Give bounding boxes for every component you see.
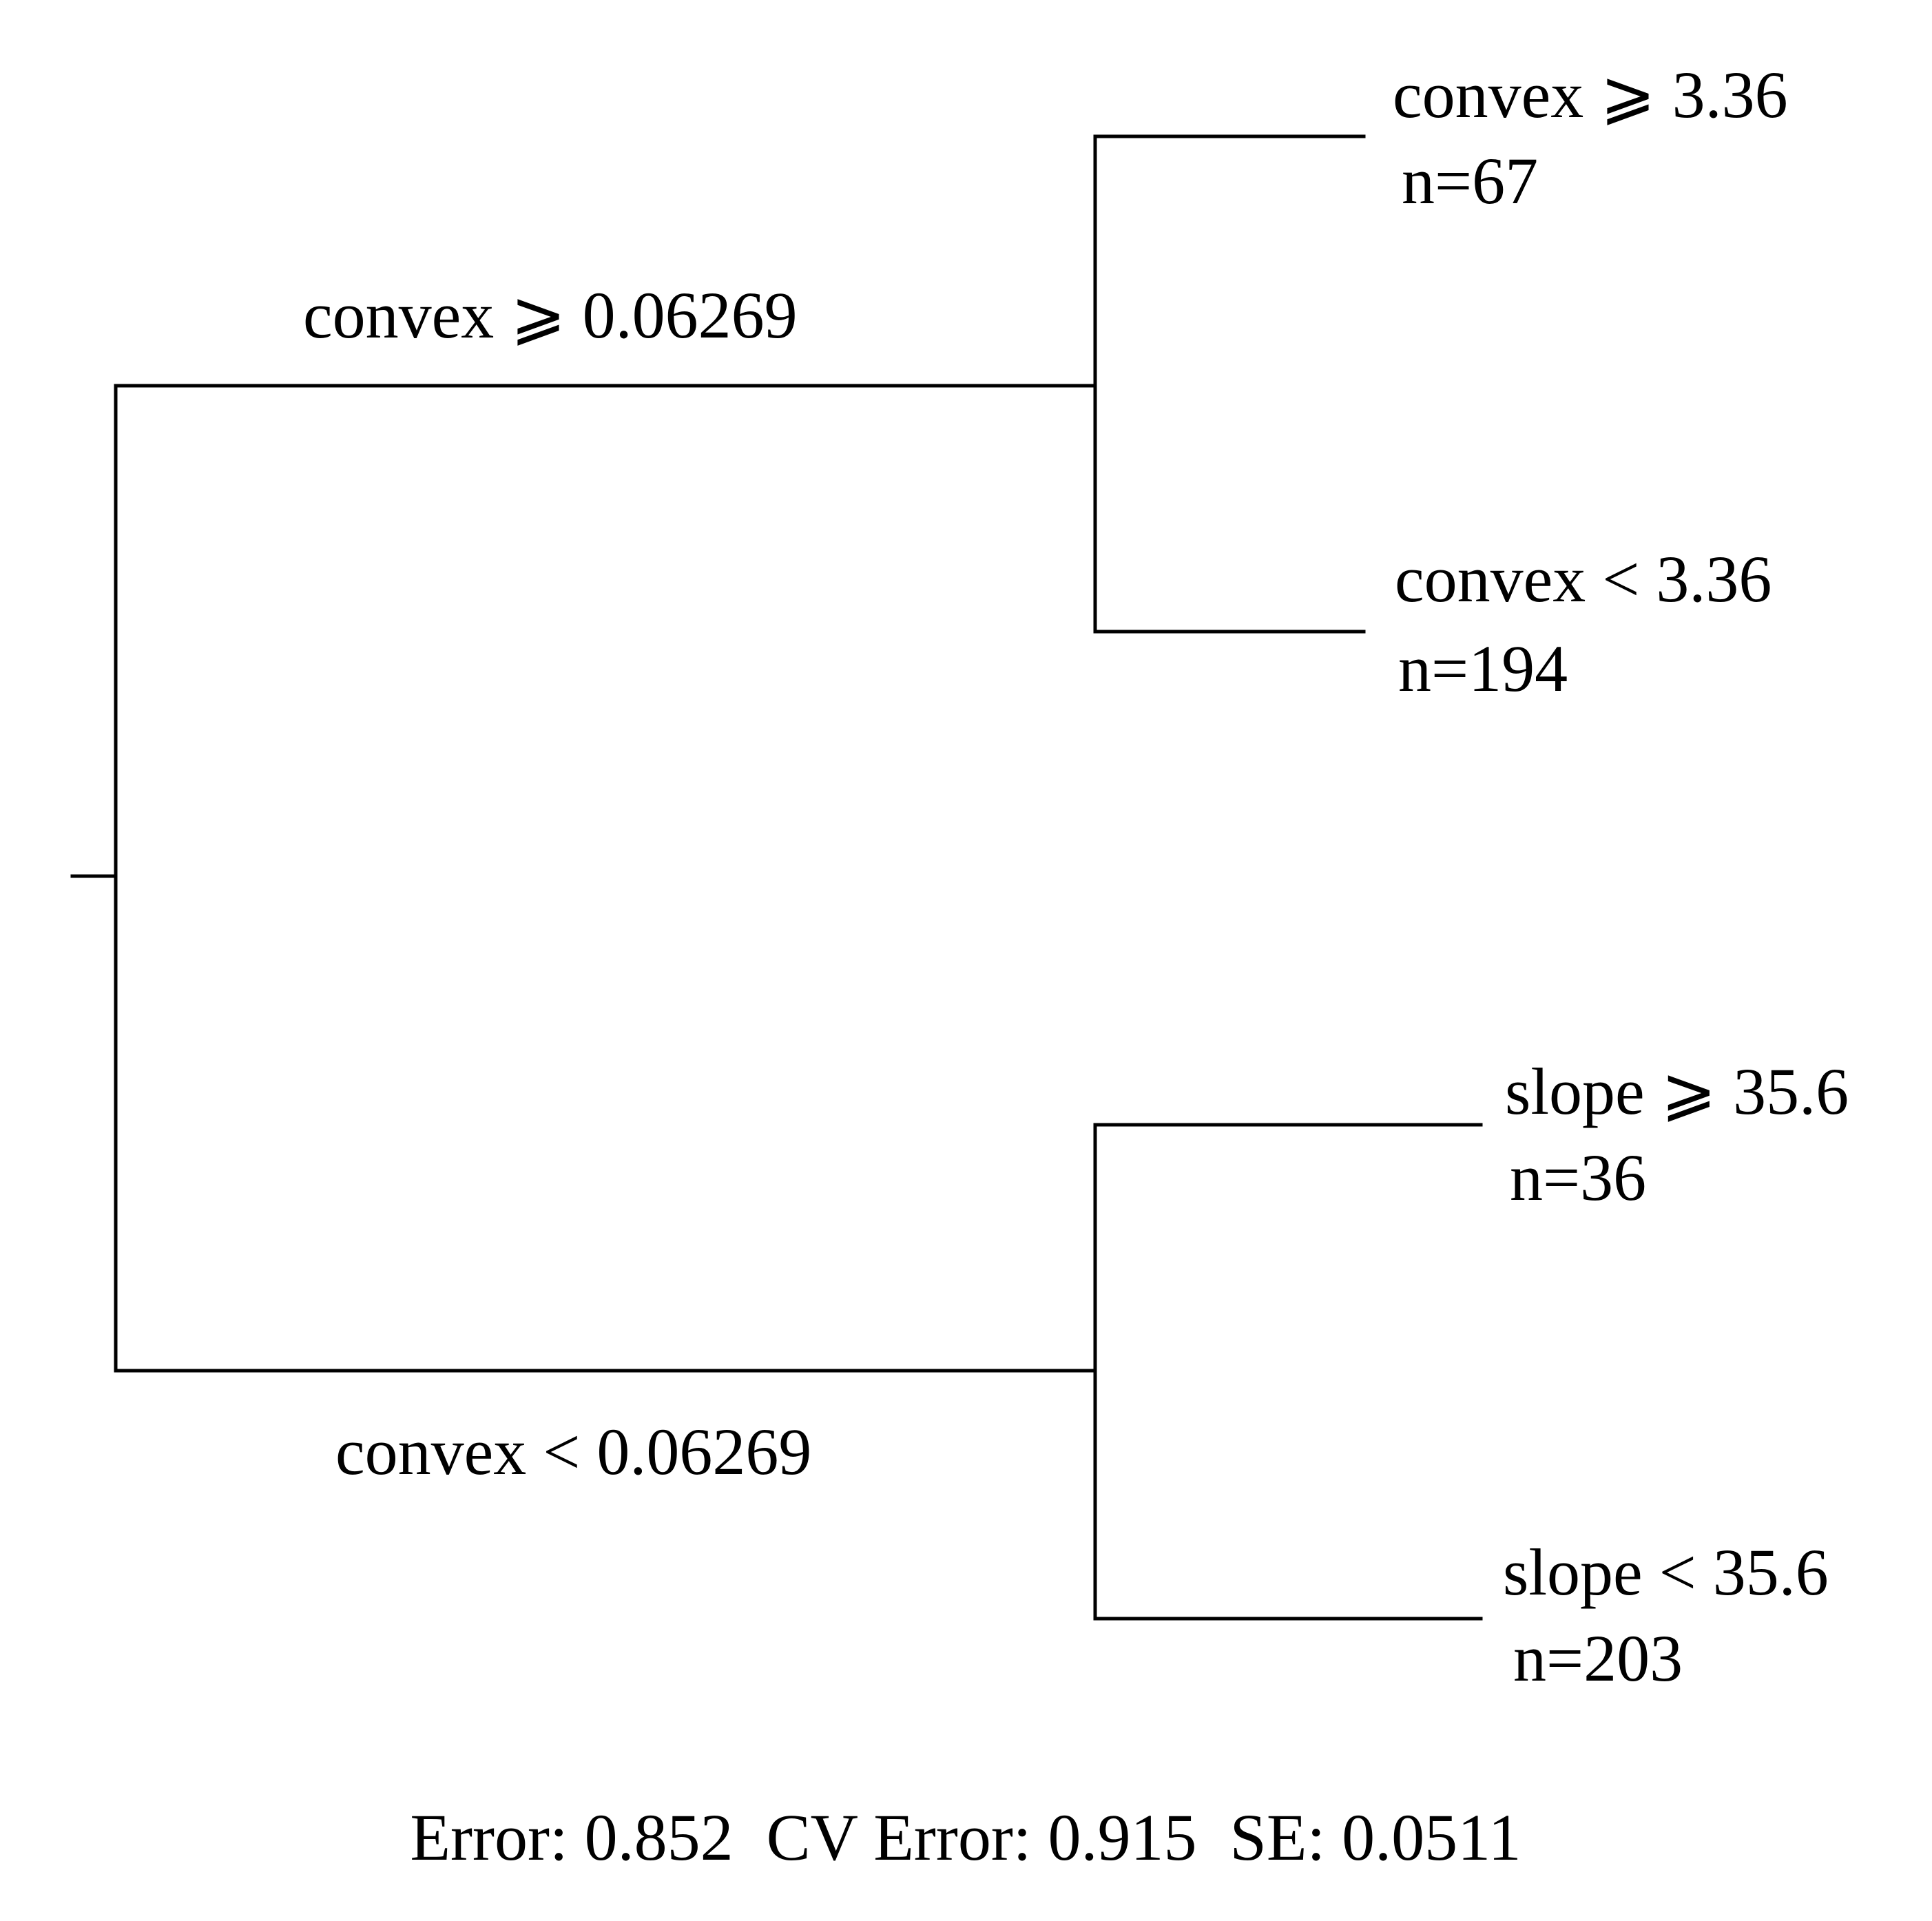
lower-left-leaf-label: slope ⩾ 35.6 [1505, 1055, 1849, 1128]
root-left-split-label: convex ⩾ 0.06269 [303, 278, 798, 352]
lower-right-leaf-label: slope < 35.6 [1503, 1535, 1829, 1609]
lower-left-leaf-count: n=36 [1510, 1141, 1646, 1214]
upper-left-leaf-count: n=67 [1402, 144, 1538, 218]
upper-left-leaf-label: convex ⩾ 3.36 [1393, 58, 1788, 132]
upper-right-leaf-label: convex < 3.36 [1395, 542, 1772, 616]
error-stats-caption: Error: 0.852 CV Error: 0.915 SE: 0.0511 [410, 1800, 1521, 1874]
lower-right-leaf-count: n=203 [1513, 1621, 1683, 1695]
upper-right-leaf-count: n=194 [1398, 632, 1568, 705]
root-right-split-label: convex < 0.06269 [335, 1415, 811, 1488]
